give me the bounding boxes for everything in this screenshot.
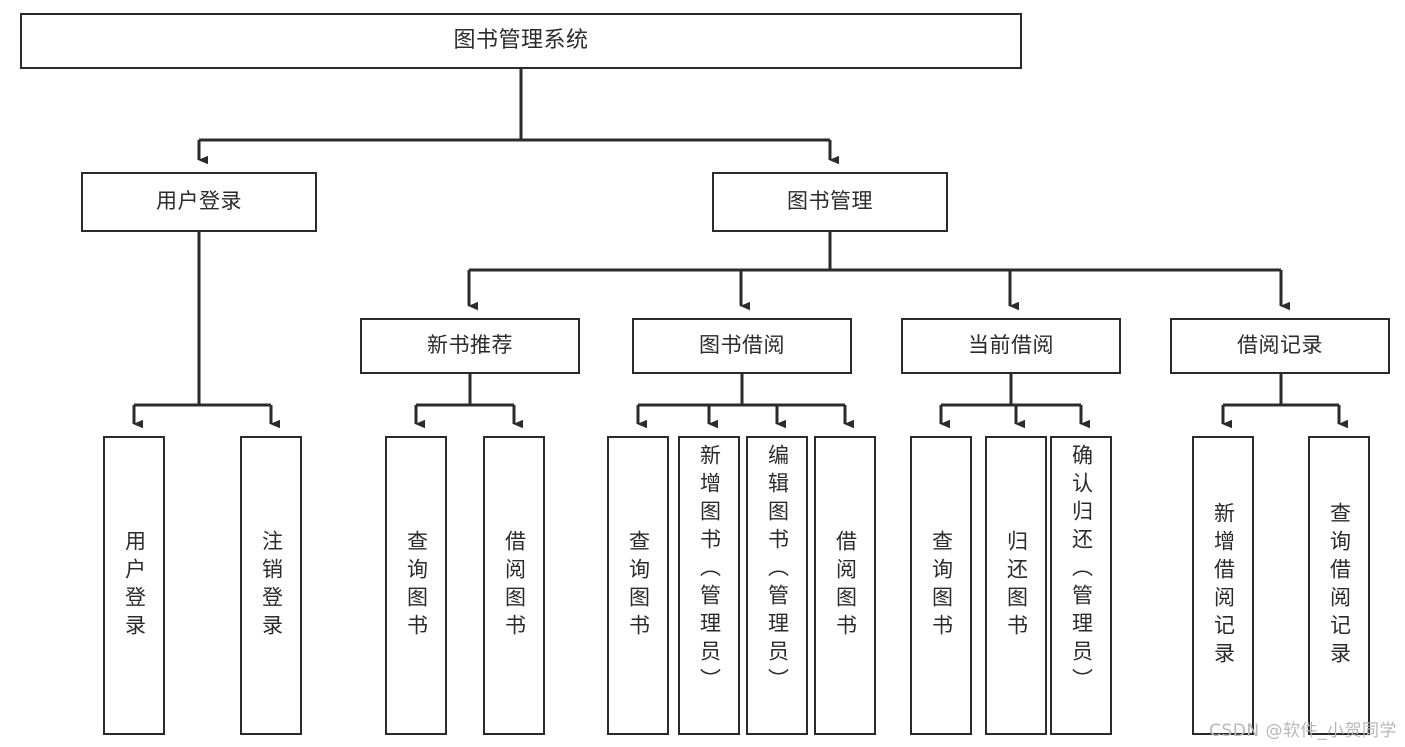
leaf-node-edit-book[interactable]: 编辑图书（管理员）	[746, 436, 808, 735]
node-borrow-record[interactable]: 借阅记录	[1170, 318, 1390, 374]
leaf-node-query-book-3[interactable]: 查询图书	[910, 436, 972, 735]
node-root[interactable]: 图书管理系统	[20, 13, 1022, 69]
leaf-node-return-book-label: 归还图书	[1004, 529, 1029, 642]
node-current-borrow-label: 当前借阅	[968, 333, 1054, 358]
leaf-node-logout[interactable]: 注销登录	[240, 436, 302, 735]
leaf-node-user-login-label: 用户登录	[122, 529, 147, 642]
node-book-manage-label: 图书管理	[787, 189, 873, 214]
leaf-node-borrow-book-2[interactable]: 借阅图书	[814, 436, 876, 735]
leaf-node-add-book-label: 新增图书（管理员）	[697, 444, 722, 696]
leaf-node-borrow-book-1[interactable]: 借阅图书	[483, 436, 545, 735]
node-user-login-label: 用户登录	[156, 189, 242, 214]
leaf-node-confirm-return[interactable]: 确认归还（管理员）	[1050, 436, 1112, 735]
node-root-label: 图书管理系统	[453, 27, 589, 53]
watermark-text: CSDN @软件_小贺同学	[1209, 721, 1397, 741]
leaf-node-query-book-2[interactable]: 查询图书	[607, 436, 669, 735]
leaf-node-add-record[interactable]: 新增借阅记录	[1192, 436, 1254, 735]
leaf-node-query-book-3-label: 查询图书	[929, 529, 954, 642]
leaf-node-edit-book-label: 编辑图书（管理员）	[765, 444, 790, 696]
node-book-manage[interactable]: 图书管理	[712, 172, 948, 232]
node-book-borrow[interactable]: 图书借阅	[632, 318, 852, 374]
leaf-node-confirm-return-label: 确认归还（管理员）	[1069, 444, 1094, 696]
node-borrow-record-label: 借阅记录	[1237, 333, 1323, 358]
leaf-node-user-login[interactable]: 用户登录	[103, 436, 165, 735]
leaf-node-borrow-book-2-label: 借阅图书	[833, 529, 858, 642]
leaf-node-query-book-1-label: 查询图书	[404, 529, 429, 642]
leaf-node-add-record-label: 新增借阅记录	[1211, 501, 1236, 670]
leaf-node-query-book-2-label: 查询图书	[626, 529, 651, 642]
leaf-node-add-book[interactable]: 新增图书（管理员）	[678, 436, 740, 735]
leaf-node-logout-label: 注销登录	[259, 529, 284, 642]
node-user-login[interactable]: 用户登录	[81, 172, 317, 232]
node-current-borrow[interactable]: 当前借阅	[901, 318, 1121, 374]
node-new-book-rec[interactable]: 新书推荐	[360, 318, 580, 374]
node-new-book-rec-label: 新书推荐	[427, 333, 513, 358]
leaf-node-query-record-label: 查询借阅记录	[1327, 501, 1352, 670]
node-book-borrow-label: 图书借阅	[699, 333, 785, 358]
leaf-node-query-record[interactable]: 查询借阅记录	[1308, 436, 1370, 735]
leaf-node-return-book[interactable]: 归还图书	[985, 436, 1047, 735]
leaf-node-query-book-1[interactable]: 查询图书	[385, 436, 447, 735]
leaf-node-borrow-book-1-label: 借阅图书	[502, 529, 527, 642]
